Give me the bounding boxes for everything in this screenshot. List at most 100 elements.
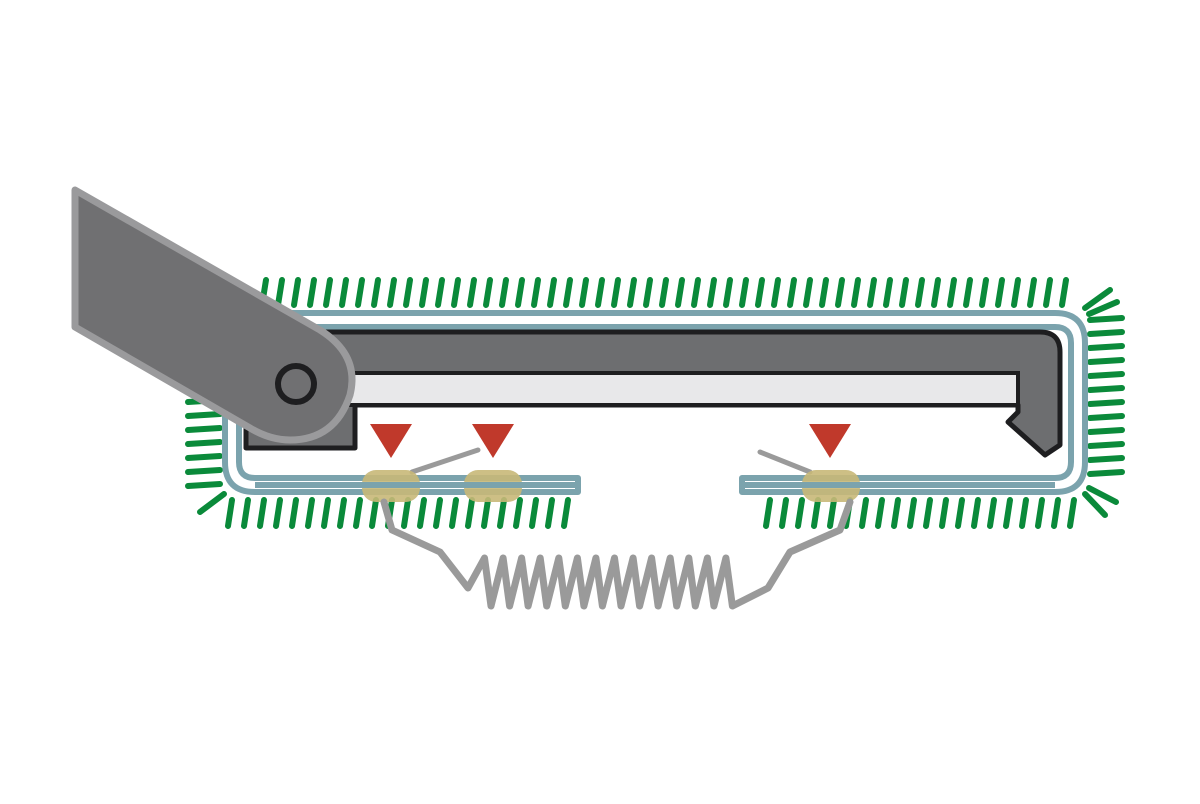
bristle (931, 277, 941, 308)
bristle (369, 497, 379, 529)
bristle (323, 277, 333, 308)
bristle (939, 497, 949, 529)
bristle (497, 497, 507, 529)
bristle (531, 277, 541, 308)
bristle (1082, 491, 1108, 518)
bristle (835, 277, 845, 308)
bristle (875, 497, 885, 529)
bristle (185, 453, 223, 461)
bristle (787, 277, 797, 308)
marker-triangle-icon (370, 424, 412, 458)
bristle (1043, 277, 1053, 308)
bristle (561, 497, 571, 529)
bristle (955, 497, 965, 529)
bristle (355, 277, 365, 308)
bristle (947, 277, 957, 308)
bristle (1019, 497, 1029, 529)
bristle (467, 277, 477, 308)
bristle (595, 277, 605, 308)
bristle (273, 497, 283, 529)
bristle (971, 497, 981, 529)
bristle (371, 277, 381, 308)
bristle (403, 277, 413, 308)
bristle (915, 277, 925, 308)
bristle (225, 497, 235, 529)
bristle (483, 277, 493, 308)
bristle (1082, 287, 1113, 311)
bristle (1035, 497, 1045, 529)
bristle (771, 277, 781, 308)
bristle (417, 497, 427, 529)
bristle (339, 277, 349, 308)
bristle (547, 277, 557, 308)
bristle (435, 277, 445, 308)
bristle (185, 481, 223, 489)
bristle (1027, 277, 1037, 308)
bristle (1087, 441, 1125, 449)
bristle (979, 277, 989, 308)
bristle (859, 497, 869, 529)
bristle (1087, 413, 1125, 421)
bristle (803, 277, 813, 308)
bristle (185, 411, 223, 419)
bristle (1087, 357, 1125, 365)
bristle (1087, 329, 1125, 337)
bristle (1087, 455, 1125, 463)
marker-triangle-icon (809, 424, 851, 458)
bristle (515, 277, 525, 308)
bristle (185, 467, 223, 475)
bristle (1087, 399, 1125, 407)
bristle (643, 277, 653, 308)
bristle (291, 277, 301, 308)
bristle (1067, 497, 1077, 529)
bristle (675, 277, 685, 308)
bristle (305, 497, 315, 529)
bristle (449, 497, 459, 529)
bristle (1087, 469, 1125, 477)
pivot-pin-icon (275, 363, 317, 405)
bristle (995, 277, 1005, 308)
bristle (529, 497, 539, 529)
bristle (707, 277, 717, 308)
bristle (851, 277, 861, 308)
bristle (337, 497, 347, 529)
bristle (883, 277, 893, 308)
bristle (1087, 343, 1125, 351)
bristle (963, 277, 973, 308)
bristle (1087, 315, 1125, 323)
bristle (867, 277, 877, 308)
bristle (691, 277, 701, 308)
marker-triangle-icon (472, 424, 514, 458)
bristle (795, 497, 805, 529)
marker-group (370, 424, 851, 458)
bristle (723, 277, 733, 308)
bristle (387, 277, 397, 308)
wire-stubs (409, 447, 813, 475)
bristle (1087, 385, 1125, 393)
bristle (401, 497, 411, 529)
bristle (353, 497, 363, 529)
bristle-fringe (185, 277, 1125, 529)
bristle (763, 497, 773, 529)
bristle (1059, 277, 1069, 308)
wire-stub (409, 447, 481, 475)
bristle (275, 277, 285, 308)
bristle (811, 497, 821, 529)
bristle (197, 491, 227, 515)
bristle (827, 497, 837, 529)
bristle (755, 277, 765, 308)
bristle (739, 277, 749, 308)
bristle (1087, 427, 1125, 435)
wire-stub (757, 449, 813, 475)
bristle (185, 439, 223, 447)
bristle (465, 497, 475, 529)
bristle (545, 497, 555, 529)
bristle (289, 497, 299, 529)
bristle (513, 497, 523, 529)
bristle (779, 497, 789, 529)
bar-slot (343, 371, 1020, 407)
coil-spring (380, 498, 854, 610)
bristle (451, 277, 461, 308)
